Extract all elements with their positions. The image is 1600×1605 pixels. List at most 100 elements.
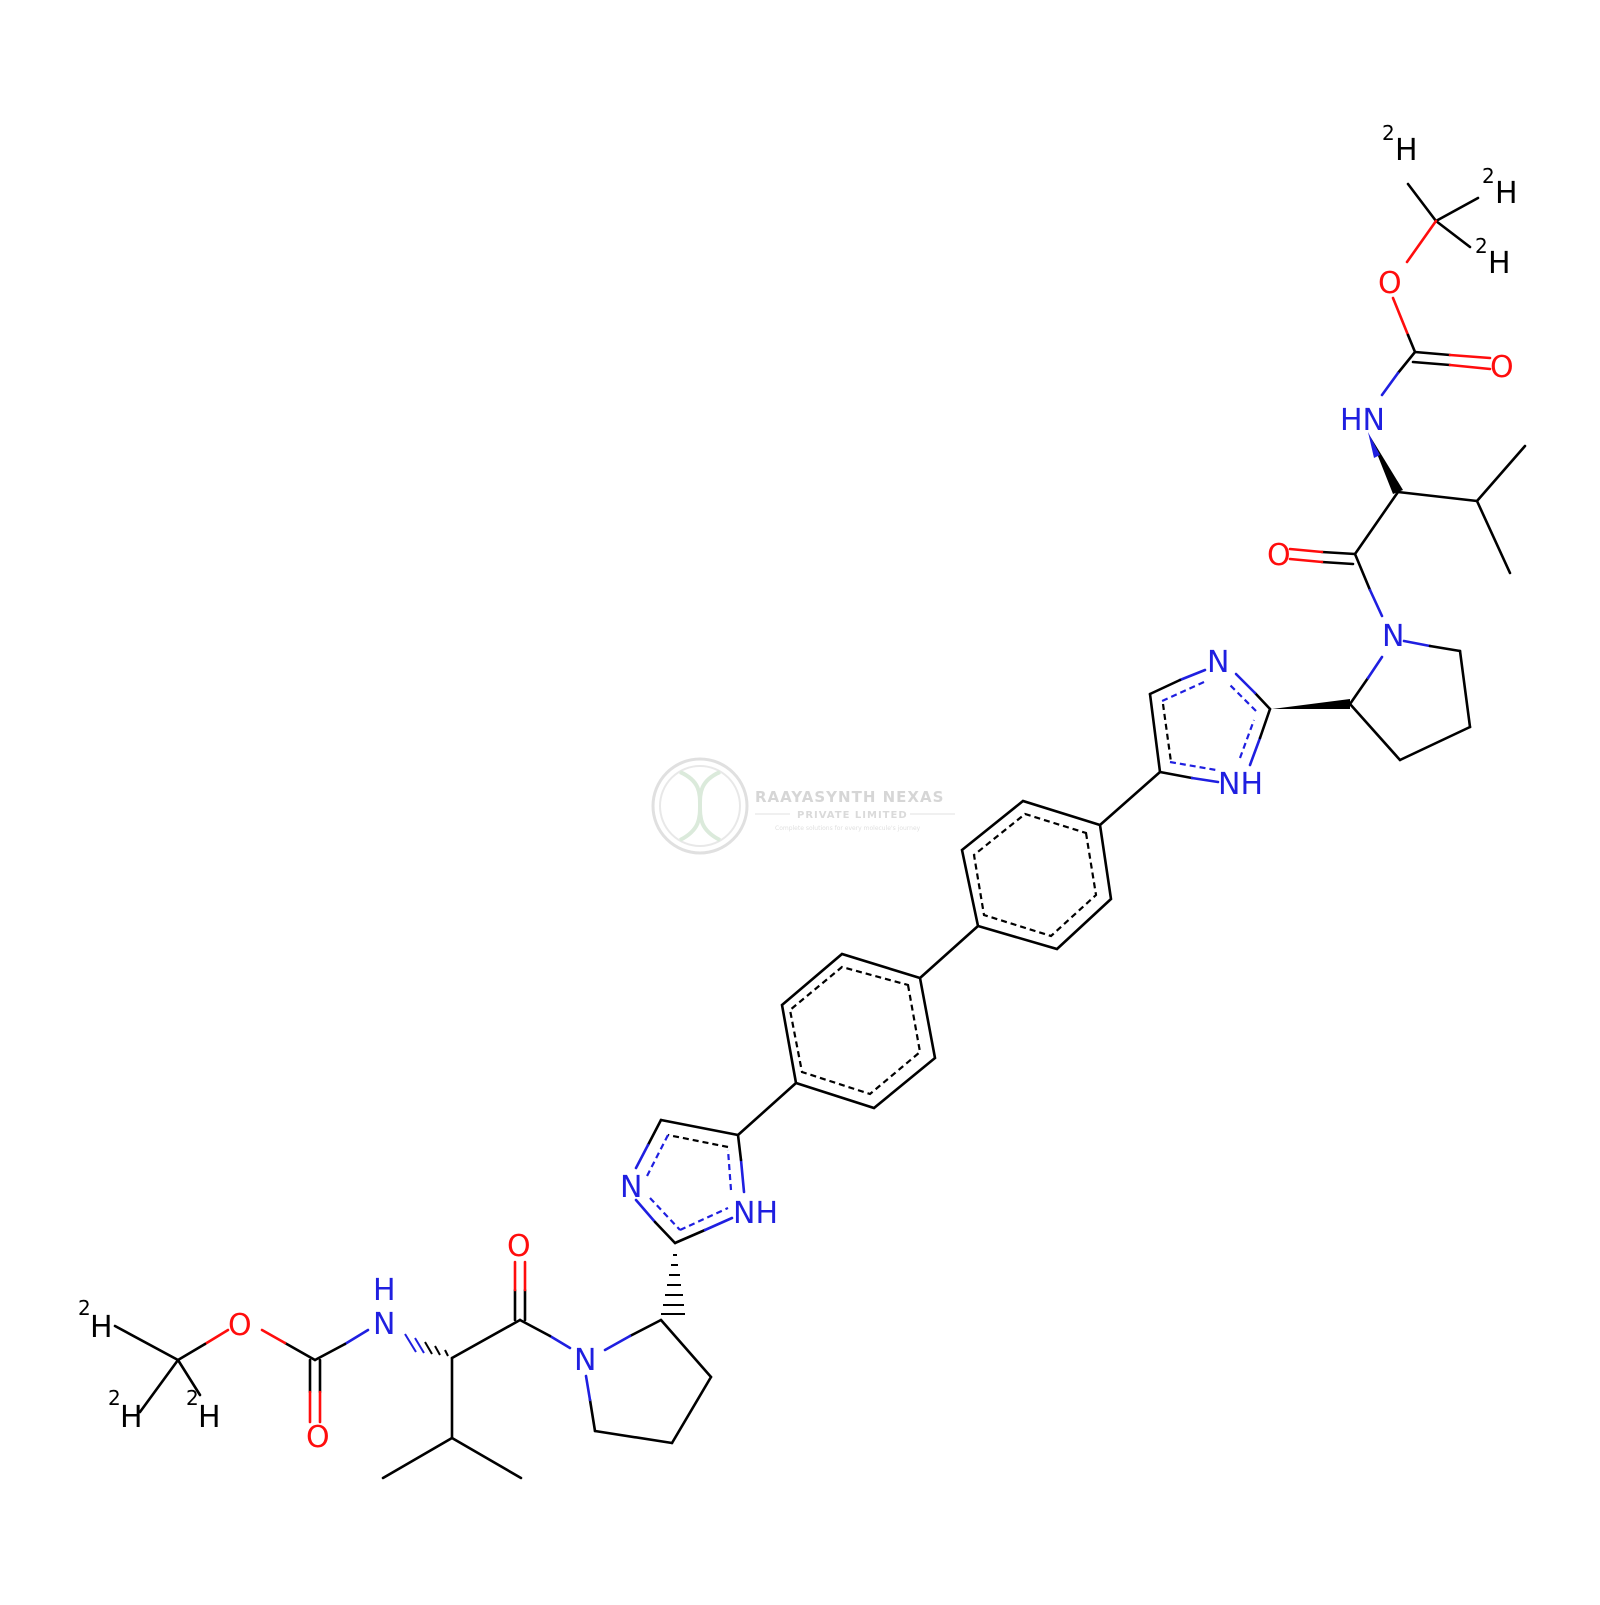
oxygen-label: O [1378,266,1402,301]
bond-lo-cd3 [203,1328,230,1346]
bond-limid-c2-nh-arom [679,1207,729,1231]
bond-imid-c5-n1-arom [1169,760,1217,772]
bond-amide-n [1353,552,1372,592]
deuterium-label: H [120,1400,143,1435]
phenyl-ring-lower [780,952,937,1110]
nitrogen-label: N [574,1343,596,1378]
upper-right-fragment [1098,182,1527,827]
deuterium-label: H [1395,133,1418,168]
bond-pyr-c2 [1348,702,1402,762]
bond-imid-n1-c2 [1248,736,1262,767]
bond-imid-n3-c4 [1178,668,1207,682]
deuterium-label: H [198,1400,221,1435]
bond-pyr-c2-n-b [1366,655,1384,680]
deuterium-label: H [1488,246,1511,281]
bond-co-double-2b [1448,363,1492,371]
bond-co-double-1 [1413,350,1452,357]
bond-amide-co-1 [1320,550,1357,556]
bond-limid-nh-c4-b [736,1133,743,1162]
bond-ch-me1 [1475,444,1527,503]
bond-imid-c4-c5 [1148,692,1162,774]
watermark-helix-icon [679,770,721,842]
bond-lamide-alpha [450,1318,522,1360]
bond-lcd3-h2 [138,1358,180,1414]
bond-limid-n-c2-arom [649,1197,681,1231]
watermark-subtitle: PRIVATE LIMITED [797,810,908,821]
nitrogen-label: N [620,1170,642,1205]
bond-imid-c5-n1 [1158,770,1194,780]
bond-limid-c2-nh [673,1228,707,1245]
bond-cd3-o [1405,219,1438,264]
bond-imid-c2-n3-b [1234,672,1257,695]
bond-limid-c5-n [646,1118,663,1147]
watermark-logo-inner [659,765,741,847]
bond-pyr-c2-n [1348,676,1370,706]
bond-imid-c2-n3-arom [1227,682,1257,712]
bond-limid-c5-n-b [634,1143,650,1170]
bond-lpyr-c2-c3 [659,1318,713,1379]
wedge-nh-alpha-blue [1368,432,1380,458]
deuterium-label: H [90,1310,113,1345]
oxygen-label: O [1490,350,1514,385]
bond-lpyr-c2-n [628,1318,663,1338]
nitrogen-label: N [1207,645,1229,680]
bond-lpyr-c2-n-b [603,1334,632,1352]
bond-c-nh [1396,350,1417,375]
nitrogen-label: N [1382,619,1404,654]
deuterium-mass-label: 2 [78,1296,91,1320]
atom-labels: 2 H 2 H 2 H O O HN O N N NH N NH O N H N… [78,121,1518,1455]
bond-limid-nh-c4 [739,1158,746,1194]
bond-limid-n-c2 [634,1198,657,1224]
bond-imid-n3-c4-arom [1159,680,1205,704]
bond-lo-cd3-b [176,1342,207,1362]
oxygen-label: O [306,1420,330,1455]
bond-imid-c5-n1-b [1190,776,1220,784]
bond-alpha-amide [1353,490,1400,556]
bond-o-carbonyl [1391,296,1410,337]
phenyl-ring-lower-arom [788,965,922,1096]
bond-lamide-n-b [518,1318,552,1338]
bond-amide-co-2 [1320,560,1355,566]
bond-limid-c5-n-arom [645,1134,669,1179]
bond-imid-n1-c2-b [1258,707,1272,740]
bond-pyr-c5 [1428,644,1462,653]
hash-alpha-nh [404,1333,449,1357]
bond-alpha-ch [1396,490,1479,503]
deuterium-mass-label: 2 [1482,164,1495,188]
bond-limid-c4-c5 [659,1118,740,1137]
bond-c-nh-b [1380,371,1400,397]
bond-amide-co-1b [1288,547,1324,554]
bond-lpyr-c4-c5 [593,1429,674,1445]
wedge-pyr-imid [1272,699,1350,709]
hash-imid-pyr [661,1254,685,1315]
bond-lpyr-c5-n [588,1398,597,1433]
bond-cd3-h1 [1406,182,1438,223]
oxygen-label: O [507,1229,531,1264]
bond-lnh-c-b [313,1342,347,1362]
watermark-company: RAAYASYNTH NEXAS [755,788,944,806]
watermark: RAAYASYNTH NEXAS PRIVATE LIMITED Complet… [651,757,955,855]
watermark-logo [651,757,749,855]
nitrogen-label: NH [733,1196,778,1231]
lower-left-fragment [113,1081,798,1480]
bond-lpyr-c5-n-b [584,1374,592,1402]
bond-co-double-1b [1448,353,1492,360]
bond-limid-nh-c4-arom [726,1149,733,1191]
bond-lnh-c [343,1328,370,1346]
bond-imid-n1-c2-arom [1238,719,1256,759]
bond-pyr-c3 [1398,725,1472,762]
deuterium-label: H [1495,176,1518,211]
bond-lcarb-o-b [260,1328,287,1345]
bond-imid-c2-n3 [1253,691,1272,711]
deuterium-mass-label: 2 [1382,121,1395,145]
bond-lamide-n [548,1334,572,1350]
bond-imid-n3-c4-b [1148,678,1182,696]
nitrogen-label: N [373,1307,395,1342]
phenyl-ring-upper-arom [972,812,1098,938]
bond-o-carbonyl-b [1406,333,1417,354]
bond-pyr-c4 [1458,649,1472,729]
phenyl-ring-upper [960,799,1113,951]
bond-imid-phenyl-upper [1098,770,1162,827]
nitrogen-label: HN [1340,403,1385,438]
